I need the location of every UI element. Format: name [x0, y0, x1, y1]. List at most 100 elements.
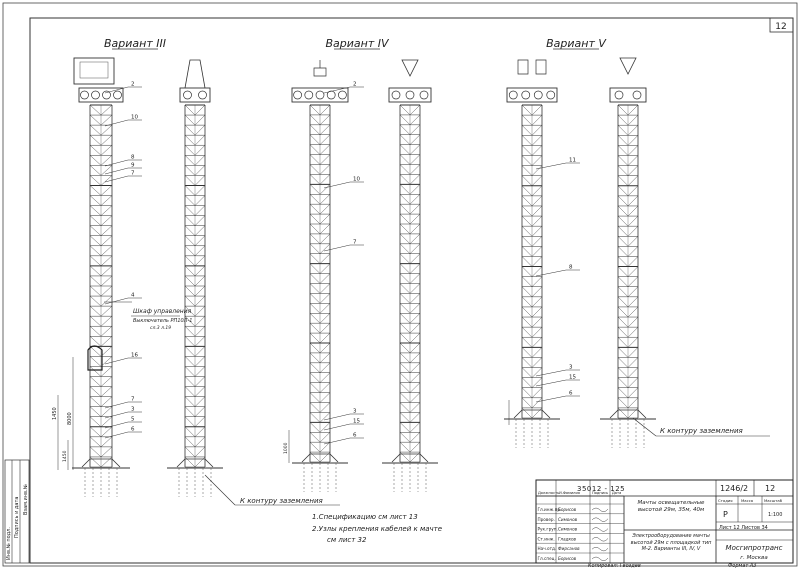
side-stamp-replace: Взам.инв.№: [23, 483, 29, 515]
tb-role-0: Гл.инж.пр.: [538, 507, 562, 512]
tb-hdr-fio: И.Фамилия: [559, 491, 580, 495]
title-sub: Электрооборудование мачты высотой 29м с …: [630, 533, 712, 552]
tb-role-3: Ст.инж.: [538, 536, 555, 541]
dimensions: 8000 1450 1450 1000: [52, 357, 510, 470]
callout-v5-3: 15: [569, 375, 576, 381]
hdr-stage: Стадия: [718, 498, 733, 503]
callout-v3-7: 7: [131, 397, 135, 403]
mast-drawings: [72, 57, 656, 497]
corner-sheet-number: 12: [775, 22, 786, 32]
grounding-label-left: К контуру заземления: [240, 497, 323, 505]
inner-frame: [29, 17, 794, 564]
mast-v5-front: [504, 104, 560, 448]
tb-name-0: Борисов: [558, 507, 577, 512]
callout-v3-4: 7: [131, 171, 135, 177]
variant-3-label: Вариант III: [104, 37, 166, 50]
control-box-note: Шкаф управления Выключатель РП10Л-1 сл.3…: [104, 301, 192, 331]
lamp-housing-v3: [73, 57, 115, 85]
note-2: 2.Узлы крепления кабелей к мачте: [312, 525, 442, 533]
tb-name-4: Фирсанов: [558, 546, 580, 551]
org-name: Мосгипротранс: [726, 544, 783, 552]
callout-v4-2: 7: [353, 240, 357, 246]
control-box-title: Шкаф управления: [133, 308, 192, 315]
variant-5-label: Вариант V: [546, 37, 607, 50]
hdr-mass: Масса: [741, 498, 753, 503]
callout-v3-2: 8: [131, 155, 135, 161]
tb-role-1: Провер.: [538, 517, 555, 522]
callout-v5-1: 8: [569, 265, 573, 271]
callout-v3-5: 4: [131, 293, 135, 299]
dim-1000-v4: 1000: [283, 442, 289, 454]
tb-signature-0: [591, 507, 609, 512]
tb-name-1: Симонов: [558, 517, 578, 522]
grounding-label-right: К контуру заземления: [660, 427, 743, 435]
corner-sheet-box: [769, 17, 794, 33]
callout-v3-0: 2: [131, 82, 135, 88]
tb-signature-1: [591, 517, 609, 522]
tb-hdr-sign: Подпись: [592, 491, 608, 495]
side-stamp: Инв.№ подл. Подпись и дата Взам.инв.№: [4, 459, 30, 564]
tb-hdr-date: Дата: [612, 491, 621, 495]
variant-4-label: Вариант IV: [325, 37, 389, 50]
title-main: Мачты освещательные высотой 29м, 35м, 40…: [637, 500, 705, 514]
callout-v3-1: 10: [131, 115, 138, 121]
mast-v4-front: [292, 104, 348, 492]
hdr-scale: Масштаб: [764, 498, 783, 503]
callout-v5-2: 3: [569, 365, 573, 371]
callout-v3-8: 3: [131, 407, 135, 413]
tb-signature-4: [591, 546, 609, 552]
tb-signature-2: [591, 527, 609, 532]
mast-v3-front: [72, 104, 130, 497]
mast-v3-side: [167, 104, 223, 497]
callout-v4-4: 15: [353, 419, 360, 425]
doc-code: 35012 - 125: [577, 485, 625, 493]
dim-8000: 8000: [67, 412, 73, 425]
control-box-subtitle: Выключатель РП10Л-1: [133, 318, 192, 324]
control-cabinet-v3: [87, 345, 103, 371]
dim-1450-b: 1450: [62, 450, 68, 462]
platform-v5: [506, 87, 558, 103]
callout-v4-0: 2: [353, 82, 357, 88]
callout-v5-4: 6: [569, 391, 573, 397]
sheet-no: 12: [765, 484, 775, 493]
platform-v5-side: [609, 87, 647, 103]
format-label: Формат А3: [728, 563, 756, 569]
callout-v3-9: 5: [131, 417, 135, 423]
platform-v4-side: [388, 87, 432, 103]
callout-v3-3: 9: [131, 163, 135, 169]
sheet-code: 1246/2: [720, 484, 748, 493]
tb-name-2: Симонов: [558, 527, 578, 532]
tb-signature-3: [591, 537, 609, 542]
tb-role-5: Гл.спец.: [538, 556, 556, 561]
side-stamp-inv: Инв.№ подл.: [6, 527, 12, 560]
tb-role-2: Рук.груп.: [538, 527, 558, 532]
callout-v3-6: 16: [131, 353, 138, 359]
sheet-of: Лист 12 Листов 34: [719, 525, 768, 531]
tb-hdr-pos: Должность: [538, 491, 559, 495]
dim-1450-a: 1450: [52, 407, 58, 420]
scale-value: 1:100: [768, 512, 782, 518]
stage-value: Р: [723, 510, 728, 519]
org-city: г. Москва: [740, 555, 768, 561]
mast-v4-side: [382, 104, 438, 492]
platform-v3-side: [179, 87, 211, 103]
tb-signature-5: [591, 556, 609, 561]
tb-name-5: Борисов: [558, 556, 577, 561]
note-1: 1.Спецификацию см лист 13: [312, 513, 418, 521]
side-stamp-sign: Подпись и дата: [14, 497, 20, 538]
tb-name-3: Гладков: [558, 536, 577, 541]
platform-v3: [78, 87, 124, 103]
callout-v4-5: 6: [353, 433, 357, 439]
copied-by: Копировал: Гвоздев: [588, 563, 641, 569]
note-3: см лист 32: [327, 536, 367, 544]
callout-v3-10: 6: [131, 427, 135, 433]
control-box-ref: сл.3 л.19: [150, 325, 171, 331]
tb-role-4: Нач.отд.: [538, 546, 557, 551]
callout-v4-1: 10: [353, 177, 360, 183]
mast-v5-side: [600, 104, 656, 448]
platform-v4: [291, 87, 349, 103]
